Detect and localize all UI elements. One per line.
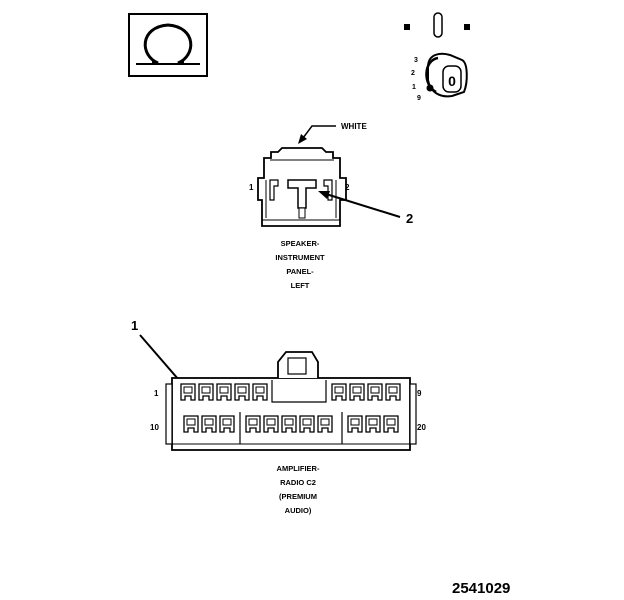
amp-cavity-top-5 <box>252 383 268 401</box>
amp-cavity-bottom-2 <box>201 415 217 433</box>
amp-name-line-4: AUDIO) <box>285 506 312 515</box>
amp-cavity-bottom-10 <box>365 415 381 433</box>
speaker-pin-1-label: 1 <box>249 183 254 192</box>
amp-cavity-top-4 <box>234 383 250 401</box>
amp-name-line-3: (PREMIUM <box>279 492 317 501</box>
figure-number: 2541029 <box>452 580 510 597</box>
amp-cavity-top-8 <box>367 383 383 401</box>
amp-name-line-2: RADIO C2 <box>280 478 316 487</box>
amp-cavity-bottom-8 <box>317 415 333 433</box>
speaker-name-line-1: SPEAKER- <box>281 239 320 248</box>
ignition-position-1: 1 <box>412 84 416 91</box>
callout-2: 2 <box>406 211 413 226</box>
amp-cavity-top-6 <box>331 383 347 401</box>
amp-cavity-top-2 <box>198 383 214 401</box>
ignition-key-icon: 0 3 2 1 9 <box>404 12 470 102</box>
ignition-position-9: 9 <box>417 95 421 102</box>
amp-cavity-top-3 <box>216 383 232 401</box>
amp-cavity-top-9 <box>385 383 401 401</box>
speaker-name-line-2: INSTRUMENT <box>275 253 325 262</box>
ignition-position-3: 3 <box>414 57 418 64</box>
amp-pin-10-label: 10 <box>150 423 159 432</box>
ignition-position-2: 2 <box>411 70 415 77</box>
ohmmeter-icon <box>128 13 208 77</box>
amp-cavity-bottom-4 <box>245 415 261 433</box>
amp-cavity-bottom-3 <box>219 415 235 433</box>
speaker-connector: WHITE 1 2 2 SPEAKER- INSTRUMENT PANEL- L… <box>249 122 413 290</box>
amp-name-line-1: AMPLIFIER- <box>277 464 320 473</box>
amp-cavity-bottom-6 <box>281 415 297 433</box>
speaker-name-line-4: LEFT <box>291 281 310 290</box>
amp-pin-9-label: 9 <box>417 389 422 398</box>
amp-cavity-bottom-11 <box>383 415 399 433</box>
amp-cavity-bottom-5 <box>263 415 279 433</box>
amp-cavity-bottom-9 <box>347 415 363 433</box>
amplifier-cavity-grid <box>180 383 401 433</box>
amp-pin-20-label: 20 <box>417 423 426 432</box>
amplifier-connector: 1 1 9 10 20 AMPLIFIER- RADIO C2 (PREMIUM… <box>131 318 426 515</box>
amp-cavity-top-1 <box>180 383 196 401</box>
amp-cavity-top-7 <box>349 383 365 401</box>
key-letter: 0 <box>448 73 456 89</box>
callout-1: 1 <box>131 318 138 333</box>
speaker-pin-2-label: 2 <box>345 183 350 192</box>
amp-cavity-bottom-7 <box>299 415 315 433</box>
speaker-name-line-3: PANEL- <box>286 267 314 276</box>
amp-cavity-bottom-1 <box>183 415 199 433</box>
amp-pin-1-label: 1 <box>154 389 159 398</box>
wire-color-label: WHITE <box>341 122 367 131</box>
